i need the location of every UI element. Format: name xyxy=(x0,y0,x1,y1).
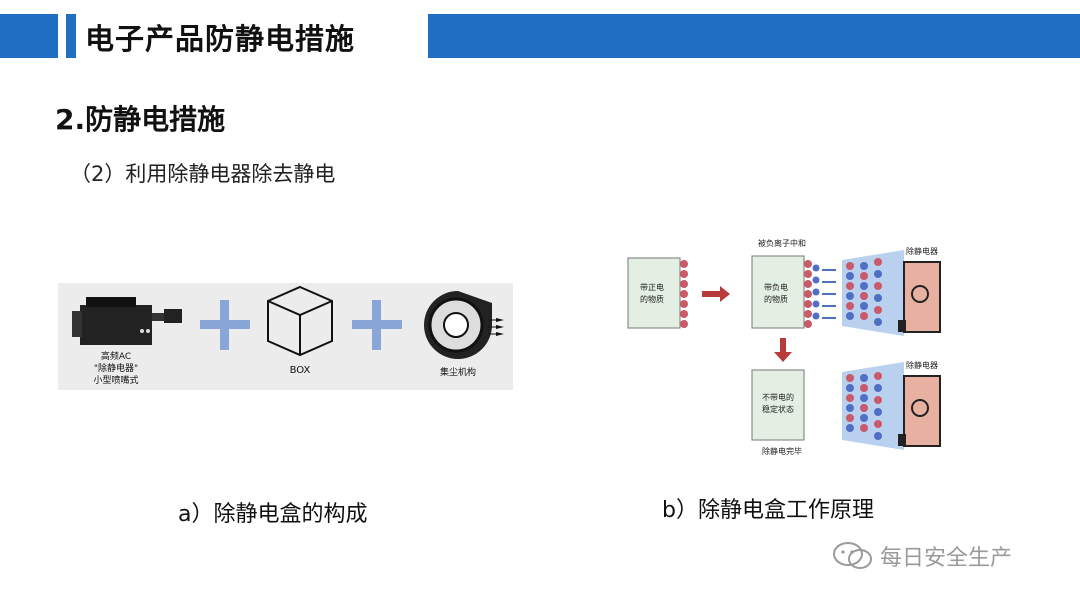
complete-label: 除静电完毕 xyxy=(762,446,802,456)
chat-bubble-icon xyxy=(833,542,872,569)
positive-material-box xyxy=(627,257,681,329)
header-bar-left xyxy=(0,14,58,58)
ion-cloud-top xyxy=(842,250,904,336)
composition-figure: 高频AC "除静电器" 小型喷嘴式 BOX xyxy=(58,283,513,390)
device-label-1: 高频AC xyxy=(101,350,131,362)
ionizer-device-icon xyxy=(898,261,941,333)
header-title-bg xyxy=(76,14,426,58)
ion-cloud-bottom xyxy=(842,362,904,450)
arrow-right-icon xyxy=(702,286,730,302)
page-title: 电子产品防静电措施 xyxy=(85,22,356,56)
composition-illustration: 高频AC "除静电器" 小型喷嘴式 BOX xyxy=(72,285,504,386)
device-label-2: "除静电器" xyxy=(94,362,138,374)
section-subtitle: （2）利用除静电器除去静电 xyxy=(70,162,336,186)
section-title: 2.防静电措施 xyxy=(55,103,226,136)
box2-label-2: 的物质 xyxy=(764,294,788,304)
fan-label: 集尘机构 xyxy=(440,366,476,378)
watermark-text: 每日安全生产 xyxy=(880,546,1013,571)
charge-column-2 xyxy=(804,260,812,328)
neutral-material-box xyxy=(751,369,805,441)
box1-label-1: 带正电 xyxy=(640,282,664,292)
box-cube-icon xyxy=(267,285,333,357)
device-label-3: 小型喷嘴式 xyxy=(93,374,138,386)
ion-column xyxy=(812,264,820,320)
ionizer-label-top: 除静电器 xyxy=(906,246,938,256)
box2-label-1: 带负电 xyxy=(764,282,788,292)
caption-a: a）除静电盒的构成 xyxy=(178,502,368,527)
box1-label-2: 的物质 xyxy=(640,294,664,304)
fan-icon xyxy=(424,291,504,359)
positive-charge-column xyxy=(680,260,688,328)
header-gap xyxy=(58,14,66,58)
box3-label-2: 稳定状态 xyxy=(762,404,794,414)
principle-figure: 带正电 的物质 被负离子中和 带负电 的物质 xyxy=(622,232,1062,467)
plus-icon xyxy=(352,300,402,350)
header-accent xyxy=(66,14,76,58)
box3-label-1: 不带电的 xyxy=(762,392,794,402)
header-bar-right xyxy=(428,14,1080,58)
ionizer-device-icon xyxy=(898,375,941,447)
box-label: BOX xyxy=(290,365,311,376)
caption-b: b）除静电盒工作原理 xyxy=(662,498,874,523)
ion-flow-arrows xyxy=(822,269,836,319)
ionizer-label-bottom: 除静电器 xyxy=(906,360,938,370)
ionizer-device-icon xyxy=(72,297,182,345)
arrow-down-icon xyxy=(774,338,792,362)
negative-material-box xyxy=(751,255,805,329)
plus-icon xyxy=(200,300,250,350)
neutralized-label: 被负离子中和 xyxy=(758,238,806,248)
watermark: 每日安全生产 xyxy=(832,540,1012,572)
principle-illustration: 带正电 的物质 被负离子中和 带负电 的物质 xyxy=(627,238,941,456)
